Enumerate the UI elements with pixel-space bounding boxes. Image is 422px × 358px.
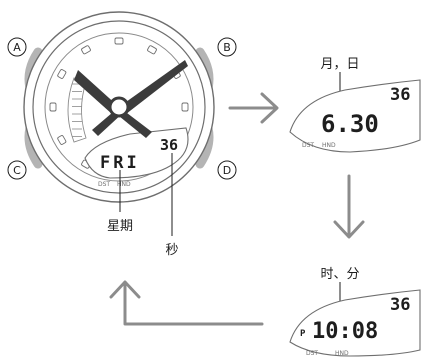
hand-pivot <box>108 96 130 118</box>
watch-seconds-display: 36 <box>160 136 178 154</box>
watch-lcd-window <box>84 127 189 179</box>
dial-scale-window <box>67 77 87 143</box>
watch-day-display: FRI <box>100 153 140 173</box>
hour-markers <box>49 37 189 169</box>
time-lcd-window <box>289 289 421 357</box>
seconds-callout: 秒 <box>165 153 179 258</box>
time-dst-label: DST <box>306 350 318 357</box>
time-hnd-label: HND <box>335 350 349 357</box>
date-panel: 月，日 36 6.30 DST HND <box>289 57 421 153</box>
time-panel: 时、分 36 P 10:08 DST HND <box>289 267 421 357</box>
hour-marker <box>81 45 91 55</box>
button-b-label: B <box>223 41 231 54</box>
hour-marker <box>147 45 157 55</box>
hour-hand <box>74 70 119 114</box>
time-pm-indicator: P <box>300 329 306 339</box>
button-b-badge <box>217 37 237 57</box>
weekday-callout-label: 星期 <box>107 219 133 234</box>
button-a-label: A <box>13 41 21 54</box>
seconds-callout-label: 秒 <box>165 243 178 258</box>
minute-hand <box>119 60 188 114</box>
watch-hnd-label: HND <box>117 181 131 188</box>
weekday-callout: 星期 <box>107 170 133 234</box>
scale-ticks <box>72 83 82 137</box>
watch: FRI 36 DST HND A B C D <box>7 11 237 203</box>
hour-marker <box>114 37 124 45</box>
arrow-down <box>333 174 365 239</box>
date-seconds-display: 36 <box>390 85 410 105</box>
date-value-display: 6.30 <box>321 110 379 138</box>
time-value-display: 10:08 <box>312 319 378 344</box>
time-seconds-display: 36 <box>390 295 410 315</box>
date-hnd-label: HND <box>322 142 336 149</box>
arrow-right <box>228 92 279 124</box>
date-lcd-window <box>289 79 421 153</box>
hour-marker <box>181 102 189 112</box>
hour-marker <box>57 135 67 145</box>
date-panel-title: 月，日 <box>320 57 359 72</box>
arrow-return <box>109 280 264 326</box>
button-d-badge <box>217 160 237 180</box>
button-c-badge <box>7 160 27 180</box>
date-dst-label: DST <box>302 142 314 149</box>
time-panel-title: 时、分 <box>320 267 359 282</box>
button-c-label: C <box>13 164 21 177</box>
hour-marker <box>49 102 57 112</box>
button-d-label: D <box>223 164 231 177</box>
hour-marker <box>57 69 67 79</box>
button-a-badge <box>7 37 27 57</box>
watch-dst-label: DST <box>98 181 110 188</box>
